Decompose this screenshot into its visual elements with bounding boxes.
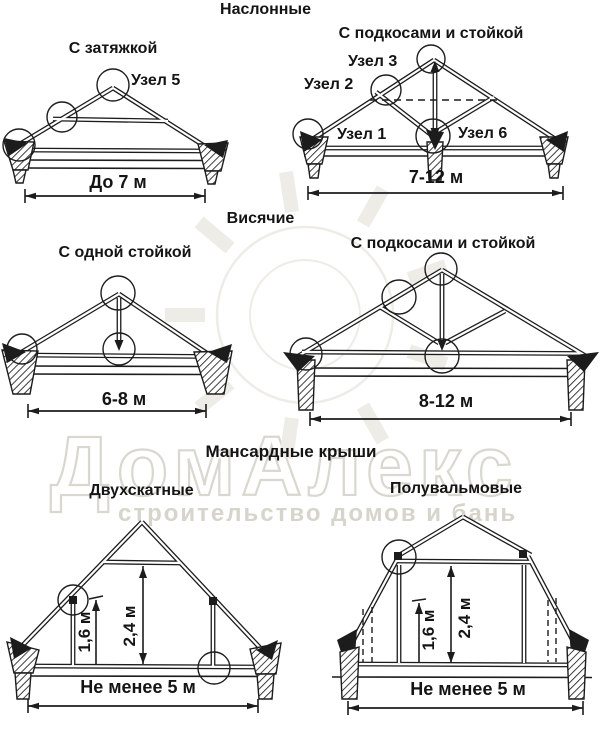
section-title-visyachie: Висячие: [226, 210, 295, 227]
truss-hanging-struts-and-post: [283, 252, 599, 426]
node-label-uzel-5: Узел 5: [131, 72, 181, 89]
height-label-2-4-right: 2,4 м: [455, 597, 474, 639]
dimension-line-min-5m-right: [347, 701, 584, 715]
truss-sloped-with-tie: [2, 68, 229, 203]
diagram-title-s-zatyazhkoy: С затяжкой: [68, 40, 158, 57]
span-label-min-5m-left: Не менее 5 м: [80, 677, 196, 697]
diagram-title-odna-stoyka: С одной стойкой: [58, 244, 192, 261]
dimension-line-6-8m: [27, 404, 207, 418]
section-title-naslonnye: Наслонные: [220, 1, 311, 18]
span-label-do-7m: До 7 м: [89, 172, 147, 192]
height-label-2-4-left: 2,4 м: [120, 605, 139, 647]
height-label-1-6-left: 1,6 м: [75, 611, 94, 653]
truss-sloped-with-struts-and-post: [292, 44, 569, 200]
span-label-min-5m-right: Не менее 5 м: [410, 679, 526, 699]
height-label-1-6-right: 1,6 м: [419, 609, 438, 651]
truss-hanging-single-post: [1, 275, 233, 418]
node-label-uzel-1: Узел 1: [337, 126, 387, 143]
diagram-title-dvuhskatnye: Двухскатные: [89, 482, 194, 499]
node-label-uzel-3: Узел 3: [348, 53, 398, 70]
truss-mansard-gable: [6, 520, 282, 713]
height-dimension-2-4: [139, 566, 147, 664]
height-dimension-2-4: [447, 566, 455, 663]
dimension-line-min-5m-left: [27, 699, 259, 713]
dimension-line-do-7m: [24, 189, 206, 203]
watermark-brand: ДомАлекс: [49, 419, 519, 513]
diagram-title-podkosy-top: С подкосами и стойкой: [338, 25, 524, 42]
diagram-title-podkosy-mid: С подкосами и стойкой: [350, 235, 536, 252]
span-label-7-12m: 7-12 м: [408, 167, 464, 187]
node-label-uzel-6: Узел 6: [458, 125, 508, 142]
section-title-mansardnye: Мансардные крыши: [205, 442, 377, 461]
span-label-8-12m: 8-12 м: [418, 391, 474, 411]
watermark-sun-icon: [165, 170, 449, 460]
height-dimension-1-6: [411, 598, 427, 663]
height-dimension-1-6: [88, 595, 104, 664]
node-label-uzel-2: Узел 2: [304, 76, 354, 93]
watermark-tagline: строительство домов и бань: [118, 500, 518, 527]
dimension-line-7-12m: [307, 186, 564, 200]
span-label-6-8m: 6-8 м: [101, 389, 147, 409]
dimension-line-8-12m: [309, 412, 572, 426]
truss-mansard-half-hip: [331, 514, 593, 715]
diagram-title-poluvalmovye: Полувальмовые: [389, 480, 523, 497]
